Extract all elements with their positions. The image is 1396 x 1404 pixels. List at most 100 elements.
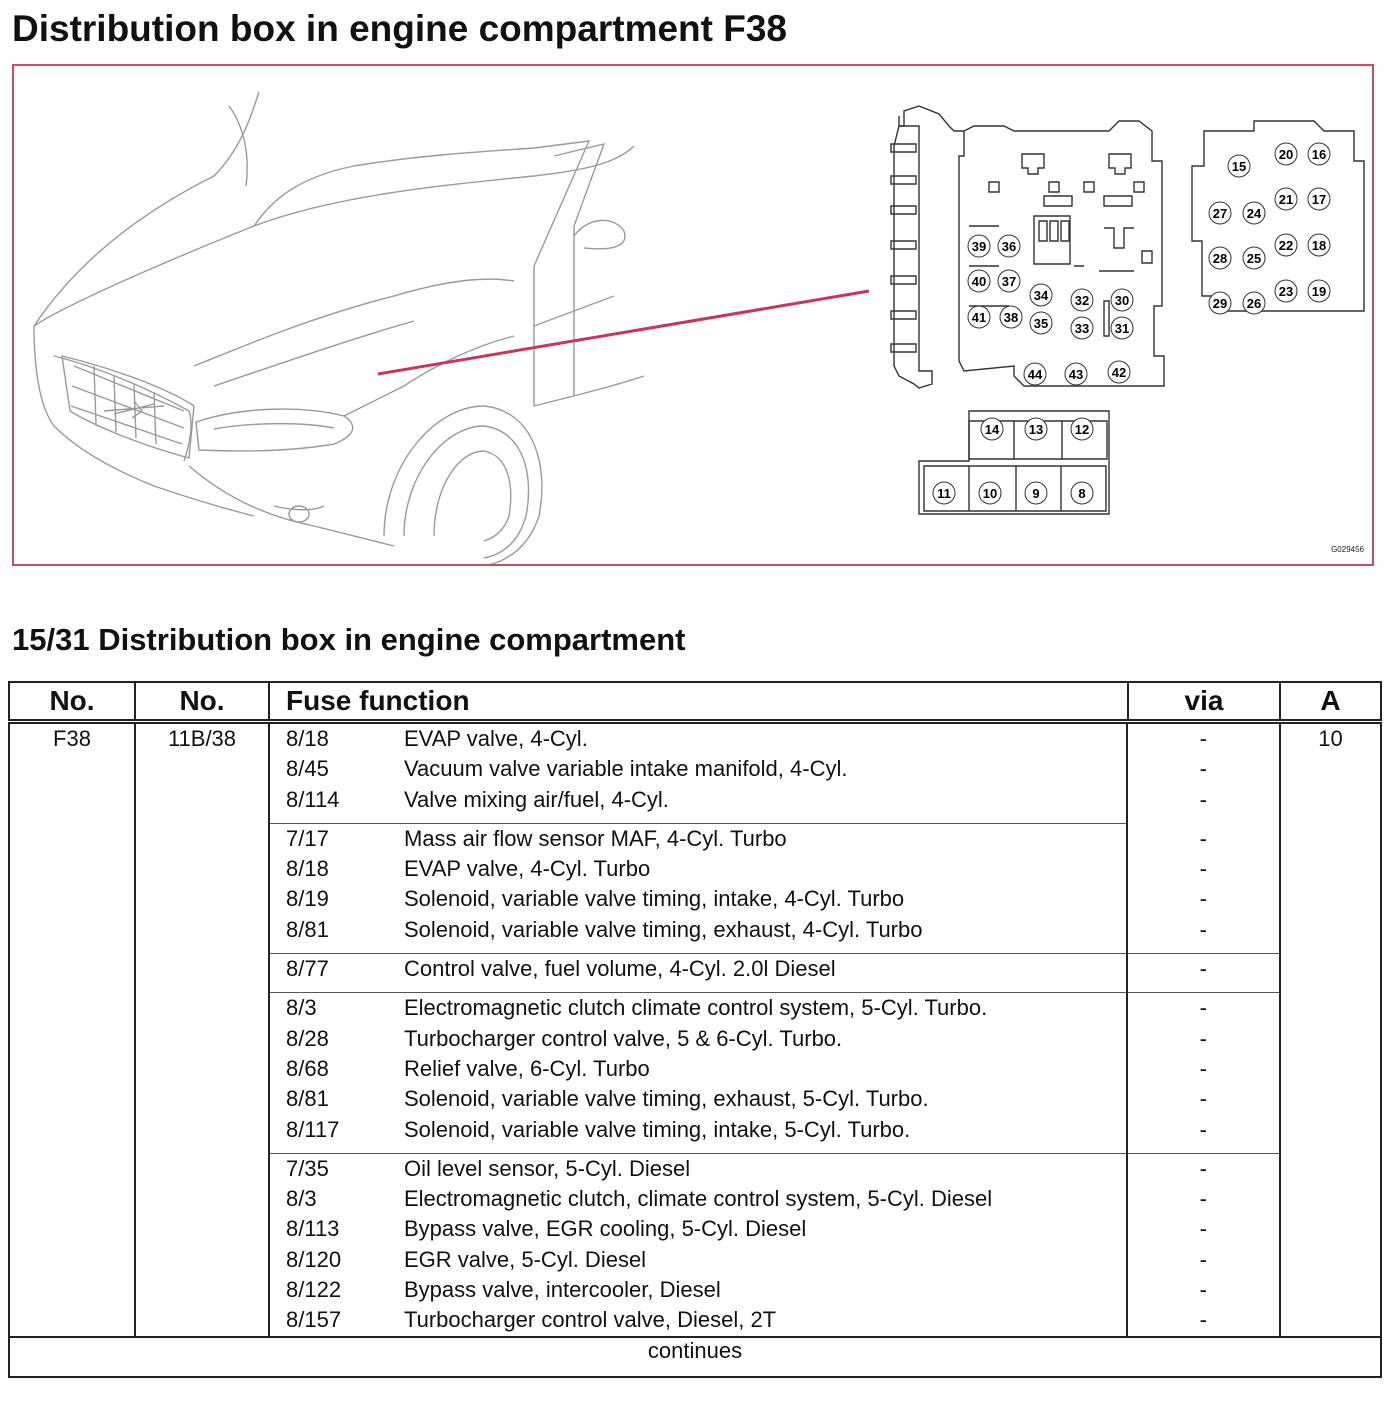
- svg-text:18: 18: [1312, 238, 1326, 253]
- svg-text:20: 20: [1279, 147, 1293, 162]
- fuse-29: 29: [1208, 291, 1232, 315]
- via-value: -: [1199, 1186, 1207, 1212]
- svg-text:33: 33: [1075, 321, 1089, 336]
- function-text: Mass air flow sensor MAF, 4-Cyl. Turbo: [404, 825, 787, 851]
- function-text: Control valve, fuel volume, 4-Cyl. 2.0l …: [404, 956, 836, 982]
- function-row: 8/120 EGR valve, 5-Cyl. Diesel: [270, 1245, 1126, 1275]
- via-value: -: [1199, 726, 1207, 751]
- svg-text:9: 9: [1032, 486, 1039, 501]
- svg-text:30: 30: [1115, 293, 1129, 308]
- fuse-28: 28: [1208, 246, 1232, 270]
- svg-text:28: 28: [1213, 251, 1227, 266]
- function-group: 8/77 Control valve, fuel volume, 4-Cyl. 2…: [270, 954, 1126, 994]
- component-code: 8/19: [286, 886, 329, 912]
- fuse-8: 8: [1070, 481, 1094, 505]
- via-value: -: [1199, 886, 1207, 912]
- function-group: 7/17 Mass air flow sensor MAF, 4-Cyl. Tur…: [270, 824, 1126, 955]
- fuse-44: 44: [1023, 362, 1047, 386]
- car-and-fuse-box-diagram: 15 20 16 27 24 21 17 28 25 22 18 29 26 2…: [33, 91, 1365, 564]
- component-code: 8/68: [286, 1055, 329, 1081]
- fuse-23: 23: [1274, 279, 1298, 303]
- svg-text:37: 37: [1002, 274, 1016, 289]
- function-row: 8/18 EVAP valve, 4-Cyl. Turbo: [270, 854, 1126, 884]
- function-text: Solenoid, variable valve timing, intake,…: [404, 886, 905, 912]
- fuse-number-labels: 15 20 16 27 24 21 17 28 25 22 18 29 26 2…: [932, 142, 1331, 505]
- fuse-9: 9: [1024, 481, 1048, 505]
- fuse-41: 41: [967, 305, 991, 329]
- fuse-10: 10: [978, 481, 1002, 505]
- fuse-30: 30: [1110, 288, 1134, 312]
- component-code: 8/18: [286, 726, 329, 751]
- fuse-14: 14: [980, 417, 1004, 441]
- component-code: 8/113: [286, 1216, 340, 1242]
- svg-text:21: 21: [1279, 192, 1293, 207]
- via-group: -----: [1127, 993, 1279, 1154]
- via-value: -: [1199, 956, 1207, 982]
- function-text: EVAP valve, 4-Cyl. Turbo: [404, 856, 651, 882]
- component-code: 8/120: [286, 1246, 342, 1272]
- component-code: 8/77: [286, 956, 329, 982]
- svg-text:34: 34: [1034, 288, 1049, 303]
- page-title: Distribution box in engine compartment F…: [12, 8, 788, 49]
- via-value: -: [1199, 1086, 1207, 1112]
- via-value: -: [1199, 825, 1207, 851]
- component-code: 8/81: [286, 1086, 329, 1112]
- cell-no-2: 11B/38: [134, 721, 270, 1337]
- function-row: 8/114 Valve mixing air/fuel, 4-Cyl.: [270, 785, 1126, 815]
- svg-text:29: 29: [1213, 296, 1227, 311]
- fuse-36: 36: [997, 234, 1021, 258]
- svg-text:12: 12: [1075, 422, 1089, 437]
- component-code: 8/114: [286, 786, 340, 812]
- fuse-24: 24: [1242, 201, 1266, 225]
- fuse-12: 12: [1070, 417, 1094, 441]
- function-text: Valve mixing air/fuel, 4-Cyl.: [404, 786, 669, 812]
- fuse-table: No. No. Fuse function via A F38 11B/38 8…: [8, 681, 1382, 1378]
- via-value: -: [1199, 1216, 1207, 1242]
- col-header-no: No.: [8, 681, 136, 724]
- col-header-via: via: [1127, 681, 1281, 724]
- svg-text:19: 19: [1312, 284, 1326, 299]
- svg-text:15: 15: [1232, 159, 1246, 174]
- function-text: Bypass valve, intercooler, Diesel: [404, 1277, 721, 1303]
- fuse-box-figure: 15 20 16 27 24 21 17 28 25 22 18 29 26 2…: [12, 64, 1374, 566]
- via-value: -: [1199, 1277, 1207, 1303]
- function-text: Relief valve, 6-Cyl. Turbo: [404, 1055, 650, 1081]
- svg-text:35: 35: [1034, 316, 1048, 331]
- figure-code: G029456: [1331, 545, 1364, 554]
- fuse-40: 40: [967, 269, 991, 293]
- function-text: Electromagnetic clutch, climate control …: [404, 1186, 993, 1212]
- svg-text:13: 13: [1029, 422, 1043, 437]
- fuse-17: 17: [1307, 187, 1331, 211]
- function-row: 8/19 Solenoid, variable valve timing, int…: [270, 884, 1126, 914]
- via-value: -: [1199, 756, 1207, 782]
- component-code: 7/17: [286, 825, 329, 851]
- via-value: -: [1199, 1155, 1207, 1181]
- fuse-32: 32: [1070, 288, 1094, 312]
- continues-row: continues: [8, 1335, 1382, 1378]
- svg-text:27: 27: [1213, 206, 1227, 221]
- fuse-box-outline: [890, 105, 1365, 515]
- svg-text:26: 26: [1247, 296, 1261, 311]
- via-value: -: [1199, 856, 1207, 882]
- function-row: 8/68 Relief valve, 6-Cyl. Turbo: [270, 1054, 1126, 1084]
- via-value: -: [1199, 786, 1207, 812]
- fuse-13: 13: [1024, 417, 1048, 441]
- component-code: 8/18: [286, 856, 329, 882]
- col-header-fuse-function: Fuse function: [268, 681, 1129, 724]
- function-text: EGR valve, 5-Cyl. Diesel: [404, 1246, 647, 1272]
- fuse-33: 33: [1070, 316, 1094, 340]
- fuse-21: 21: [1274, 187, 1298, 211]
- component-code: 8/28: [286, 1025, 329, 1051]
- fuse-38: 38: [999, 305, 1023, 329]
- svg-text:22: 22: [1279, 238, 1293, 253]
- svg-text:32: 32: [1075, 293, 1089, 308]
- svg-text:39: 39: [972, 239, 986, 254]
